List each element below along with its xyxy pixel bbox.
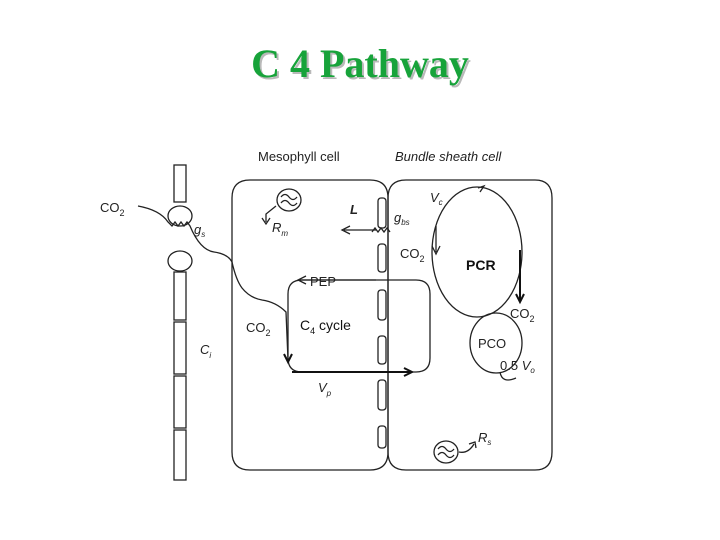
- pep-label: PEP: [310, 274, 336, 289]
- plasmodesmata: [377, 197, 387, 449]
- pco-label: PCO: [478, 336, 506, 351]
- arrowhead: [515, 293, 525, 305]
- pco-cycle: [469, 312, 523, 374]
- leaf-epidermis: [167, 164, 193, 481]
- arrowhead: [431, 245, 441, 256]
- arrowhead: [340, 225, 351, 235]
- pcr-label: PCR: [466, 257, 496, 273]
- arrowhead: [283, 353, 293, 365]
- ambient-co2-label: CO2: [100, 200, 125, 218]
- arrowhead: [477, 184, 486, 193]
- half-vo-label: 0.5 Vo: [500, 358, 535, 375]
- pco-output-arrow: [499, 371, 517, 381]
- gbs-resistor: [371, 226, 391, 234]
- co2-diffusion-path: [137, 205, 289, 361]
- mesophyll-co2-label: CO2: [246, 320, 271, 338]
- rm-label: Rm: [272, 220, 288, 238]
- vc-label: Vc: [430, 190, 443, 207]
- mitochondrion-icon: [261, 188, 302, 226]
- pcr-cycle: [431, 186, 523, 318]
- arrowhead: [403, 367, 415, 377]
- bs-co2-label: CO2: [400, 246, 425, 264]
- arrowhead: [296, 275, 307, 285]
- bundle-sheath-cell-label: Bundle sheath cell: [395, 149, 502, 164]
- gbs-label: gbs: [394, 210, 410, 227]
- pco-co2-label: CO2: [510, 306, 535, 324]
- c4-cycle-label: C4 cycle: [300, 317, 351, 336]
- mesophyll-cell-outline: [231, 179, 389, 471]
- leak-label: L: [350, 202, 358, 217]
- ci-label: Ci: [200, 342, 211, 360]
- rs-label: Rs: [478, 430, 491, 447]
- mitochondrion-icon: [433, 440, 477, 464]
- slide-title: C 4 Pathway: [251, 41, 469, 86]
- mesophyll-cell-label: Mesophyll cell: [258, 149, 340, 164]
- gs-label: gs: [194, 222, 205, 239]
- vp-label: Vp: [318, 380, 332, 398]
- bundle-sheath-cell-outline: [387, 179, 553, 471]
- c4-cycle-box: [287, 279, 431, 373]
